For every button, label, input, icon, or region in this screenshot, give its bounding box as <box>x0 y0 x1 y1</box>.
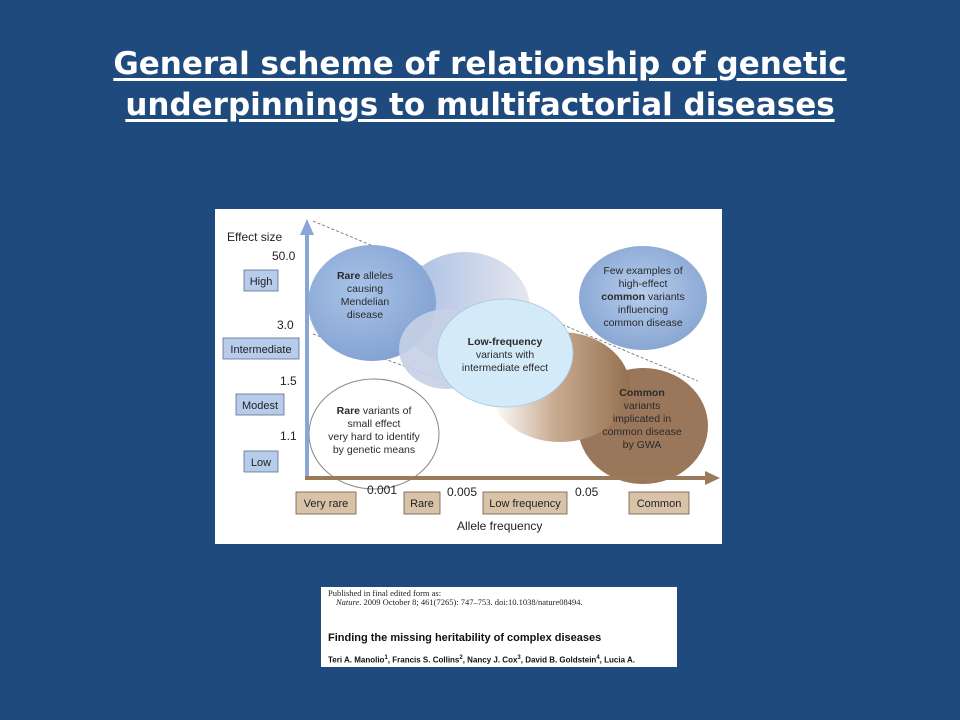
diagram-svg: Effect size Allele frequency 50.0 3.0 1.… <box>222 219 720 533</box>
blob-few-common <box>579 246 707 350</box>
svg-text:influencing: influencing <box>618 304 668 316</box>
author-name: , David B. Goldstein <box>520 655 597 665</box>
y-cat-high: High <box>250 276 273 288</box>
y-cat-modest: Modest <box>242 400 278 412</box>
citation-reference: Nature. 2009 October 8; 461(7265): 747–7… <box>336 597 583 607</box>
author-name: , Lucia A. <box>599 655 635 665</box>
y-tick-1-1: 1.1 <box>280 429 297 443</box>
effect-size-diagram: Effect size Allele frequency 50.0 3.0 1.… <box>215 209 722 544</box>
author-affiliation: 4 <box>596 655 600 661</box>
blob-low-frequency <box>436 298 574 408</box>
svg-text:high-effect: high-effect <box>619 278 668 290</box>
region-common-gwa-label: Common variants implicated in common dis… <box>602 387 682 451</box>
svg-text:variants with: variants with <box>476 349 535 361</box>
svg-text:Rare alleles: Rare alleles <box>337 270 393 282</box>
upper-dashed-boundary <box>312 220 699 382</box>
svg-text:Few examples of: Few examples of <box>603 265 682 277</box>
y-cat-low: Low <box>251 457 271 469</box>
y-cat-box-intermediate <box>222 337 300 360</box>
y-tick-50: 50.0 <box>272 249 296 263</box>
x-axis-title: Allele frequency <box>457 519 542 533</box>
y-cat-box-low <box>243 450 279 473</box>
x-tick-0-001: 0.001 <box>367 483 397 497</box>
region-rare-small-effect-label: Rare variants of small effect very hard … <box>328 405 420 456</box>
svg-text:common disease: common disease <box>602 426 682 438</box>
region-low-frequency-label: Low-frequency variants with intermediate… <box>462 336 548 374</box>
svg-text:common disease: common disease <box>603 317 683 329</box>
citation-journal: Nature <box>336 597 360 607</box>
citation-authors: Teri A. Manolio1, Francis S. Collins2, N… <box>328 655 635 665</box>
x-cat-box-very-rare <box>295 491 357 515</box>
author-name: , Nancy J. Cox <box>462 655 518 665</box>
svg-text:implicated in: implicated in <box>613 413 672 425</box>
region-few-common-label: Few examples of high-effect common varia… <box>601 265 684 329</box>
svg-text:Mendelian: Mendelian <box>341 296 390 308</box>
citation-box: Published in final edited form as: Natur… <box>321 587 677 667</box>
citation-details: . 2009 October 8; 461(7265): 747–753. do… <box>359 597 583 607</box>
region-rare-mendelian-label: Rare alleles causing Mendelian disease <box>337 270 393 321</box>
svg-text:very hard to identify: very hard to identify <box>328 431 420 443</box>
x-cat-rare: Rare <box>410 498 434 510</box>
x-cat-box-rare <box>403 491 441 515</box>
x-tick-0-05: 0.05 <box>575 485 599 499</box>
y-tick-1-5: 1.5 <box>280 374 297 388</box>
x-cat-box-common <box>628 491 690 515</box>
x-cat-very-rare: Very rare <box>304 498 349 510</box>
svg-text:Low-frequency: Low-frequency <box>468 336 543 348</box>
x-cat-box-low-frequency <box>482 491 568 515</box>
slide-title-line-1: General scheme of relationship of geneti… <box>113 46 847 82</box>
slide-title: General scheme of relationship of geneti… <box>40 44 920 126</box>
y-cat-box-modest <box>235 393 285 416</box>
x-cat-common: Common <box>637 498 682 510</box>
author-affiliation: 3 <box>517 655 521 661</box>
citation-article-title: Finding the missing heritability of comp… <box>328 632 602 644</box>
citation-published-note: Published in final edited form as: <box>328 588 442 598</box>
svg-text:Rare variants of: Rare variants of <box>337 405 412 417</box>
author-affiliation: 1 <box>384 655 388 661</box>
svg-text:by genetic means: by genetic means <box>333 444 415 456</box>
author-affiliation: 2 <box>459 655 463 661</box>
svg-text:by GWA: by GWA <box>623 439 662 451</box>
svg-text:small effect: small effect <box>348 418 401 430</box>
author-name: Teri A. Manolio <box>328 655 385 665</box>
x-axis-arrowhead <box>705 471 720 485</box>
slide-title-line-2: underpinnings to multifactorial diseases <box>125 87 835 123</box>
svg-text:disease: disease <box>347 309 383 321</box>
y-axis-title: Effect size <box>227 230 282 244</box>
y-cat-intermediate: Intermediate <box>230 344 291 356</box>
author-name: , Francis S. Collins <box>387 655 460 665</box>
svg-text:common variants: common variants <box>601 291 684 303</box>
x-cat-low-frequency: Low frequency <box>489 498 561 510</box>
svg-text:causing: causing <box>347 283 383 295</box>
svg-text:intermediate effect: intermediate effect <box>462 362 548 374</box>
svg-text:Common: Common <box>619 387 665 399</box>
x-tick-0-005: 0.005 <box>447 485 477 499</box>
y-cat-box-high <box>243 269 279 292</box>
y-tick-3: 3.0 <box>277 318 294 332</box>
y-axis-arrowhead <box>300 219 314 235</box>
svg-text:variants: variants <box>624 400 661 412</box>
